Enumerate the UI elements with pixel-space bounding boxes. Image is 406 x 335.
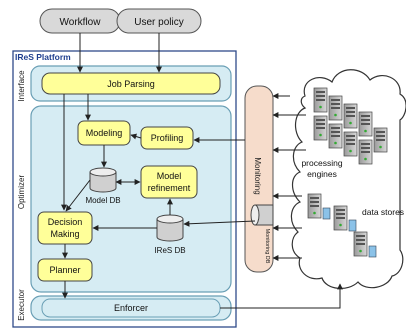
monitoring-label: Monitoring (253, 157, 262, 194)
executor-layer-label: Executor (17, 289, 26, 321)
monitoring-db-icon (250, 204, 274, 226)
ires-db-label: IReS DB (154, 246, 185, 255)
model-refinement-label-line1: Model (157, 171, 182, 181)
connector-arrows (61, 33, 343, 309)
profiling-label: Profiling (151, 133, 184, 143)
interface-layer-label: Interface (17, 70, 26, 102)
job-parsing-box (41, 72, 221, 95)
platform-frame (12, 50, 237, 328)
processing-engines-label-line2: engines (307, 169, 337, 179)
model-db-icon (89, 167, 117, 193)
data-store-servers (307, 193, 377, 258)
data-stores-label: data stores (362, 207, 404, 217)
planner-label: Planner (49, 265, 80, 275)
monitoring-db-label: Monitoring DB (264, 229, 270, 264)
optimizer-layer-label: Optimizer (17, 175, 26, 210)
processing-engines-label-line1: processing (301, 158, 342, 168)
platform-title: IReS Platform (15, 52, 71, 62)
decision-making-label-line2: Making (50, 229, 79, 239)
user-policy-label: User policy (134, 17, 183, 28)
model-refinement-box (140, 165, 198, 199)
workflow-label: Workflow (60, 17, 102, 28)
job-parsing-label: Job Parsing (107, 79, 155, 89)
model-db-label: Model DB (85, 196, 120, 205)
model-refinement-label-line2: refinement (148, 183, 191, 193)
decision-making-label-line1: Decision (48, 217, 83, 227)
modeling-label: Modeling (86, 128, 123, 138)
optimizer-layer (30, 105, 232, 293)
compute-cloud (290, 69, 406, 289)
enforcer-label: Enforcer (114, 303, 148, 313)
ires-db-icon (156, 214, 184, 242)
